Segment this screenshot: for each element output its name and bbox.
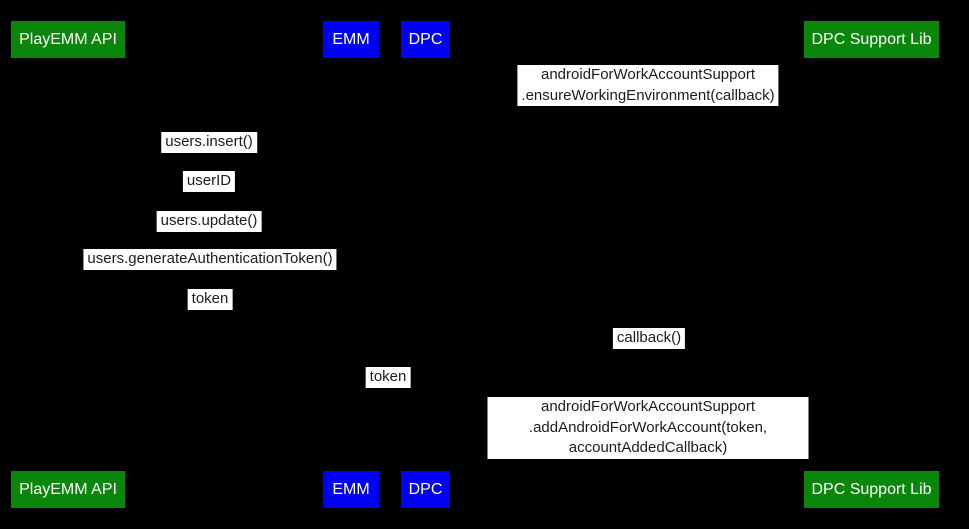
participant-emm-top: EMM	[323, 21, 379, 58]
participant-playemm-api-top: PlayEMM API	[11, 21, 125, 58]
message-userid: userID	[182, 171, 236, 192]
participant-dpc-top: DPC	[401, 21, 450, 58]
participant-dpc-support-lib-top: DPC Support Lib	[804, 21, 939, 58]
participant-playemm-api-bottom: PlayEMM API	[11, 471, 125, 508]
message-users-update: users.update()	[156, 211, 262, 232]
message-users-insert: users.insert()	[161, 132, 257, 153]
message-ensure-working-environment: androidForWorkAccountSupport .ensureWork…	[517, 65, 779, 106]
message-callback: callback()	[612, 328, 686, 349]
participant-dpc-support-lib-bottom: DPC Support Lib	[804, 471, 939, 508]
message-token-emm: token	[187, 289, 233, 310]
message-token-dpc: token	[365, 367, 411, 388]
participant-emm-bottom: EMM	[323, 471, 379, 508]
message-add-android-for-work-account: androidForWorkAccountSupport .addAndroid…	[487, 397, 809, 459]
participant-dpc-bottom: DPC	[401, 471, 450, 508]
message-users-generate-authentication-token: users.generateAuthenticationToken()	[83, 249, 337, 270]
